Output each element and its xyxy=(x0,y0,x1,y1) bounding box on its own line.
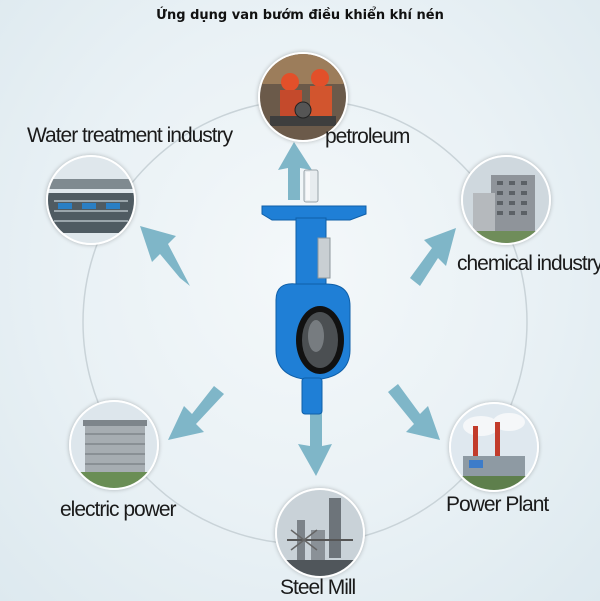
node-power-plant xyxy=(449,402,539,492)
page-title: Ứng dụng van bướm điều khiển khí nén xyxy=(156,8,444,23)
arrow-lower-right xyxy=(388,384,440,440)
arrow-upper-right xyxy=(410,228,456,286)
node-steel-mill xyxy=(275,488,365,578)
arrows xyxy=(140,142,456,476)
water-treatment-photo-icon xyxy=(48,157,134,243)
arrow-lower-left xyxy=(168,386,224,440)
steel-mill-photo-icon xyxy=(277,490,363,576)
label-petroleum: petroleum xyxy=(325,125,410,148)
label-electric-power: electric power xyxy=(60,498,177,521)
node-electric-power xyxy=(69,400,159,490)
label-water-treatment: Water treatment industry xyxy=(27,124,233,147)
label-power-plant: Power Plant xyxy=(446,493,549,516)
label-chemical-industry: chemical industry xyxy=(457,252,600,275)
power-plant-photo-icon xyxy=(451,404,537,490)
arrow-down xyxy=(298,412,332,476)
label-steel-mill: Steel Mill xyxy=(280,576,356,599)
arrow-upper-left xyxy=(140,226,190,286)
butterfly-valve xyxy=(261,169,367,415)
substation-building-photo-icon xyxy=(71,402,157,488)
node-water-treatment xyxy=(46,155,136,245)
arrow-up xyxy=(278,142,312,200)
chemical-plant-photo-icon xyxy=(463,157,549,243)
node-chemical-industry xyxy=(461,155,551,245)
